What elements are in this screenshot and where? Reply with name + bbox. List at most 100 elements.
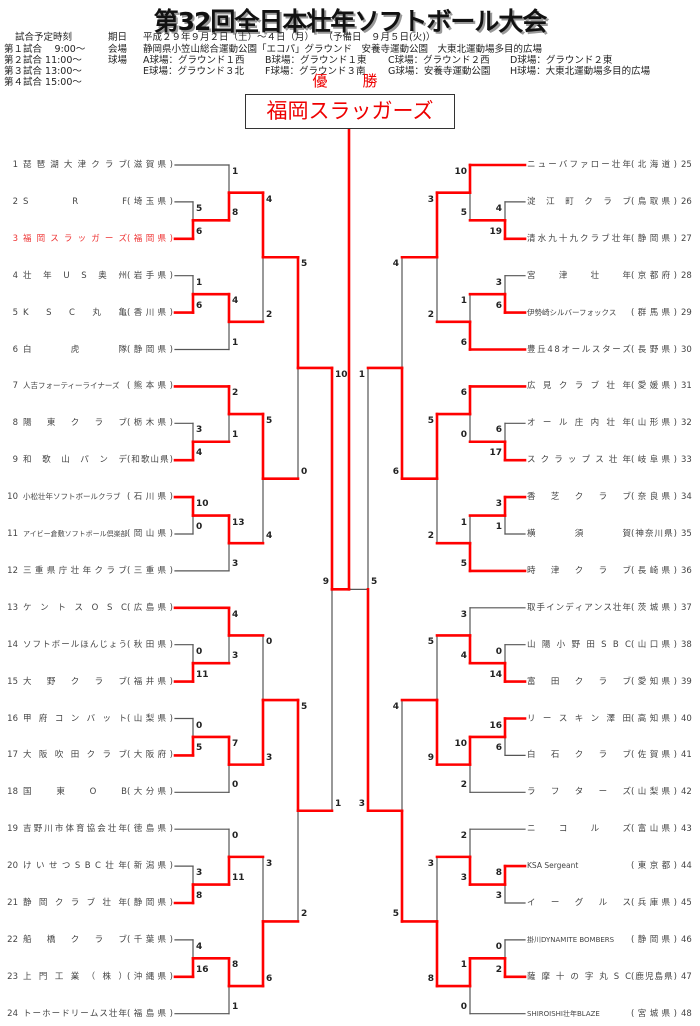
team-number: 31 — [681, 381, 692, 392]
game-time-4: 第４試合 15:00～ — [4, 77, 82, 88]
match-score: 8 — [232, 208, 239, 219]
team-number: 26 — [681, 196, 692, 207]
team-prefecture: (千葉県) — [127, 934, 173, 945]
match-score: 10 — [454, 167, 467, 177]
match-score: 6 — [460, 388, 467, 399]
team-name: 横須賀 — [527, 529, 631, 539]
team-name: 人吉フォーティーライナーズ — [23, 381, 120, 391]
schedule-label: 試合予定時刻 — [15, 32, 73, 43]
match-score: 5 — [371, 577, 378, 588]
team-entry: 取手インディアンス壮年(茨城県)37 — [527, 602, 695, 614]
team-number: 6 — [12, 344, 18, 355]
team-number: 8 — [12, 418, 18, 429]
match-score: 6 — [196, 226, 203, 237]
team-name: 琵琶湖大津クラブ — [23, 160, 127, 170]
team-number: 23 — [7, 971, 18, 982]
team-prefecture: (長崎県) — [631, 565, 677, 576]
team-name: 静岡クラブ壮年 — [23, 898, 127, 908]
match-score: 4 — [232, 609, 239, 620]
team-entry: イーグルス(兵庫県)45 — [527, 897, 695, 909]
team-prefecture: (岩手県) — [127, 270, 173, 281]
team-name: 甲府コンバット — [23, 713, 127, 724]
team-prefecture: (広島県) — [127, 602, 173, 613]
match-score: 2 — [266, 309, 273, 320]
team-prefecture: (石川県) — [127, 492, 173, 503]
team-entry: ラフターズ(山梨県)42 — [527, 786, 695, 798]
team-prefecture: (岐阜県) — [631, 455, 677, 466]
team-number: 1 — [12, 160, 18, 170]
field-d: D球場：グラウンド２東 — [510, 55, 613, 66]
match-score: 8 — [495, 868, 502, 879]
team-entry: SHIROISHI壮年BLAZE(宮城県)48 — [527, 1008, 695, 1020]
match-score: 7 — [232, 738, 239, 749]
venue-label: 会場 — [108, 44, 128, 55]
match-score: 5 — [427, 637, 434, 648]
match-score: 0 — [266, 637, 273, 648]
team-number: 7 — [12, 381, 18, 392]
match-score: 1 — [232, 337, 239, 348]
match-score: 11 — [232, 872, 245, 883]
field-g: G球場：安養寺運動公園 — [388, 66, 491, 77]
team-number: 14 — [7, 639, 18, 650]
match-score: 16 — [196, 964, 209, 975]
team-name: 伊勢崎シルバーフォックス — [527, 307, 617, 317]
match-score: 3 — [232, 558, 239, 569]
team-entry: 淀江町クラブ(鳥取県)26 — [527, 196, 695, 208]
team-prefecture: (熊本県) — [127, 381, 173, 392]
match-score: 3 — [427, 858, 434, 869]
team-name: 香芝クラブ — [527, 492, 631, 503]
match-score: 6 — [392, 466, 399, 477]
match-score: 1 — [232, 429, 239, 440]
team-prefecture: (愛知県) — [631, 676, 677, 687]
team-number: 47 — [681, 971, 692, 982]
team-number: 39 — [681, 676, 692, 687]
team-prefecture: (奈良県) — [631, 492, 677, 503]
match-score: 1 — [495, 522, 502, 532]
match-score: 5 — [301, 259, 308, 270]
match-score: 5 — [460, 558, 467, 569]
team-entry: KSA Sergeant(東京都)44 — [527, 860, 695, 872]
team-number: 32 — [681, 418, 692, 429]
venue-value: 静岡県小笠山総合運動公園「エコパ」グラウンド 安養寺運動公園 大東北運動場多目的… — [143, 44, 543, 55]
match-score: 1 — [196, 277, 203, 288]
match-score: 3 — [266, 858, 273, 869]
match-score: 4 — [196, 941, 203, 952]
team-number: 36 — [681, 565, 692, 576]
match-score: 4 — [196, 448, 203, 459]
team-number: 20 — [7, 861, 18, 872]
match-score: 1 — [232, 1001, 239, 1012]
match-score: 4 — [266, 531, 273, 542]
team-name: ソフトボールほんじょう — [23, 639, 127, 650]
match-score: 8 — [427, 974, 434, 985]
field-a: A球場：グラウンド１西 — [143, 55, 245, 66]
fields-label: 球場 — [108, 55, 128, 66]
team-prefecture: (静岡県) — [127, 344, 173, 355]
team-prefecture: (新潟県) — [127, 861, 173, 872]
match-score: 10 — [196, 499, 209, 510]
field-h: H球場：大東北運動場多目的広場 — [510, 66, 651, 77]
team-number: 9 — [12, 455, 18, 466]
team-number: 19 — [7, 824, 18, 835]
team-number: 16 — [7, 713, 18, 724]
team-entry: 白石クラブ(佐賀県)41 — [527, 749, 695, 761]
team-entry: リースキン澤田(高知県)40 — [527, 713, 695, 725]
team-prefecture: (山形県) — [631, 418, 677, 429]
match-score: 3 — [427, 194, 434, 205]
team-number: 3 — [12, 233, 18, 244]
team-name: 陽東クラブ — [23, 418, 127, 429]
team-entry: 広見クラブ壮年(愛媛県)31 — [527, 380, 695, 392]
team-prefecture: (大阪府) — [127, 750, 173, 761]
match-score: 4 — [266, 194, 273, 205]
team-prefecture: (静岡県) — [631, 233, 677, 244]
game-time-2: 第２試合 11:00～ — [4, 55, 82, 66]
